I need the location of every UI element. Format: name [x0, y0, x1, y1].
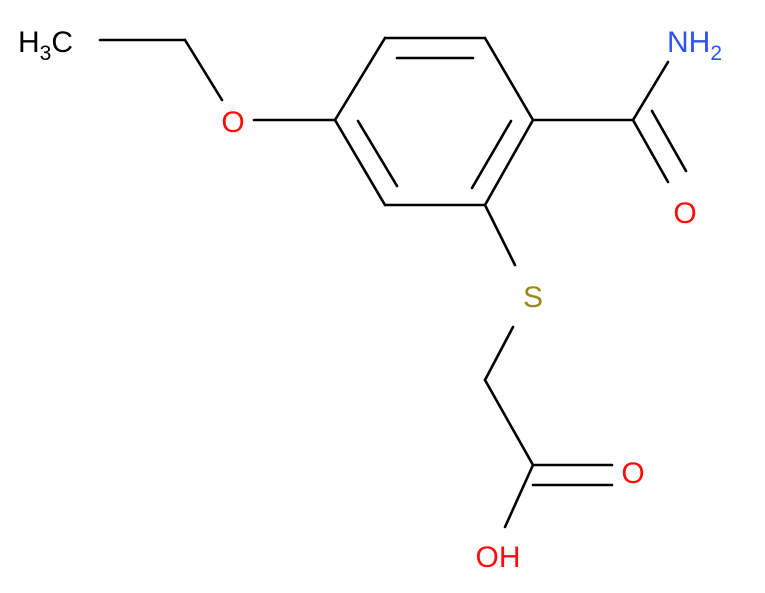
- ring-bond-3: [483, 36, 535, 122]
- ring-bond-6: [333, 118, 387, 207]
- acid-oxygen-label: O: [621, 457, 644, 490]
- hydroxyl-label: OH: [476, 541, 521, 574]
- atom-labels: H3C O NH2 O S O OH: [18, 26, 722, 574]
- ether-oxygen-label: O: [221, 106, 244, 139]
- methyl-label: H3C: [18, 26, 73, 65]
- bond-carbonyl-o-b: [650, 109, 688, 173]
- ring-bond-4: [483, 118, 535, 207]
- amide-oxygen-label: O: [673, 197, 696, 230]
- ring-bond-4-inner: [470, 119, 513, 190]
- bond-ch2-cooh: [483, 378, 535, 467]
- bond-acid-c-oh: [503, 463, 535, 529]
- ring-bond-1: [333, 36, 387, 122]
- bonds: [98, 36, 688, 529]
- ring-bond-6-inner: [356, 119, 399, 188]
- bond-s-ch2: [483, 325, 515, 382]
- bond-carbonyl-n: [631, 60, 670, 122]
- bond-ring-s: [483, 203, 517, 267]
- amide-nitrogen-label: NH2: [667, 26, 722, 65]
- bond-carbonyl-o-a: [631, 118, 670, 184]
- bond-ch2-o: [183, 38, 224, 102]
- sulfur-label: S: [523, 281, 543, 314]
